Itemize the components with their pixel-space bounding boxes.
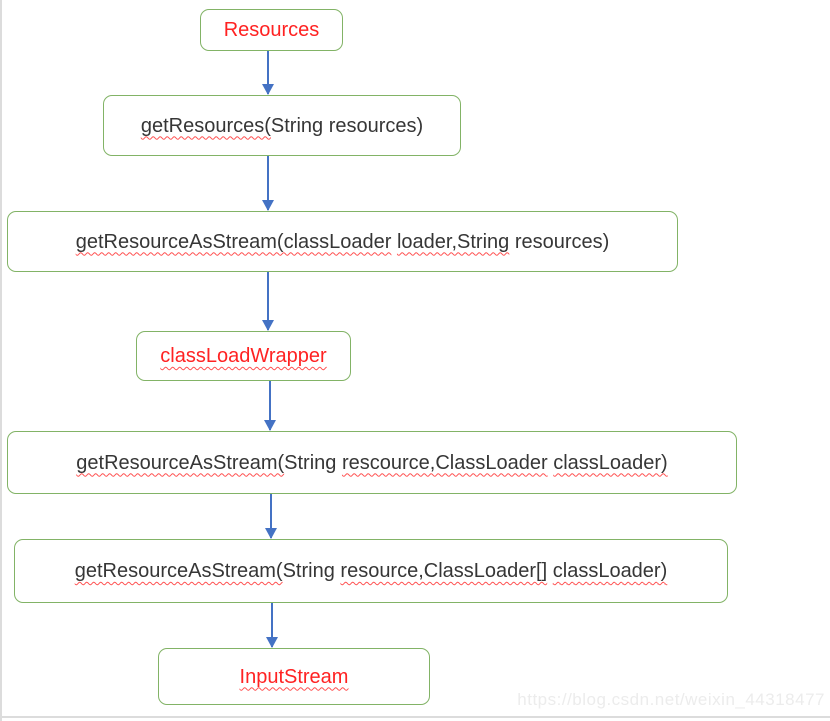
- flow-arrow-down: [262, 51, 274, 95]
- label-segment-misspelled: classLoadWrapper: [160, 345, 327, 367]
- label-segment: String resources): [270, 114, 424, 137]
- label-segment-misspelled: getResourceAsStream(: [76, 451, 285, 474]
- flow-arrow-down: [262, 272, 274, 331]
- flow-node-class-load-wrapper: classLoadWrapper: [136, 331, 351, 381]
- flow-arrow-down: [265, 494, 277, 539]
- flow-node-label: getResourceAsStream(String rescource,Cla…: [76, 451, 667, 475]
- page-left-edge-line: [0, 0, 2, 721]
- arrowhead-icon: [265, 528, 277, 539]
- label-segment-misspelled: getResourceAsStream(classLoader: [75, 230, 392, 253]
- label-segment-misspelled: rescource,ClassLoader: [341, 451, 548, 474]
- watermark-text: https://blog.csdn.net/weixin_44318477: [517, 690, 825, 709]
- flow-node-input-stream: InputStream: [158, 648, 430, 705]
- flow-node-label: getResourceAsStream(String resource,Clas…: [75, 559, 668, 583]
- page-bottom-edge-line: [0, 716, 830, 718]
- arrowhead-icon: [262, 320, 274, 331]
- flow-arrow-down: [264, 381, 276, 431]
- label-segment-misspelled: classLoader): [553, 451, 668, 474]
- label-segment: String: [282, 560, 341, 582]
- flow-node-resources: Resources: [200, 9, 343, 51]
- flow-node-label: getResourceAsStream(classLoader loader,S…: [76, 230, 610, 254]
- label-segment: resources): [509, 230, 610, 253]
- label-segment: String: [284, 451, 342, 474]
- label-segment-misspelled: loader,String: [396, 230, 510, 253]
- flow-arrow-down: [262, 156, 274, 211]
- flow-node-label: Resources: [224, 18, 320, 42]
- label-segment-misspelled: InputStream: [239, 665, 349, 688]
- label-segment: Resources: [223, 19, 320, 41]
- label-segment-misspelled: resource,ClassLoader[]: [340, 560, 548, 582]
- arrowhead-icon: [262, 200, 274, 211]
- flow-node-label: InputStream: [240, 665, 349, 689]
- flow-node-get-resources: getResources(String resources): [103, 95, 461, 156]
- flow-node-get-resource-as-stream-classloader-array: getResourceAsStream(String resource,Clas…: [14, 539, 728, 603]
- flow-node-get-resource-as-stream-classloader: getResourceAsStream(String rescource,Cla…: [7, 431, 737, 494]
- label-segment-misspelled: classLoader): [552, 560, 668, 582]
- arrowhead-icon: [266, 637, 278, 648]
- flow-node-get-resource-as-stream-loader: getResourceAsStream(classLoader loader,S…: [7, 211, 678, 272]
- arrowhead-icon: [264, 420, 276, 431]
- flow-node-label: getResources(String resources): [141, 114, 423, 138]
- label-segment-misspelled: getResourceAsStream(: [74, 560, 283, 582]
- label-segment-misspelled: getResources(: [140, 114, 271, 137]
- arrowhead-icon: [262, 84, 274, 95]
- flow-node-label: classLoadWrapper: [160, 344, 326, 368]
- flow-arrow-down: [266, 603, 278, 648]
